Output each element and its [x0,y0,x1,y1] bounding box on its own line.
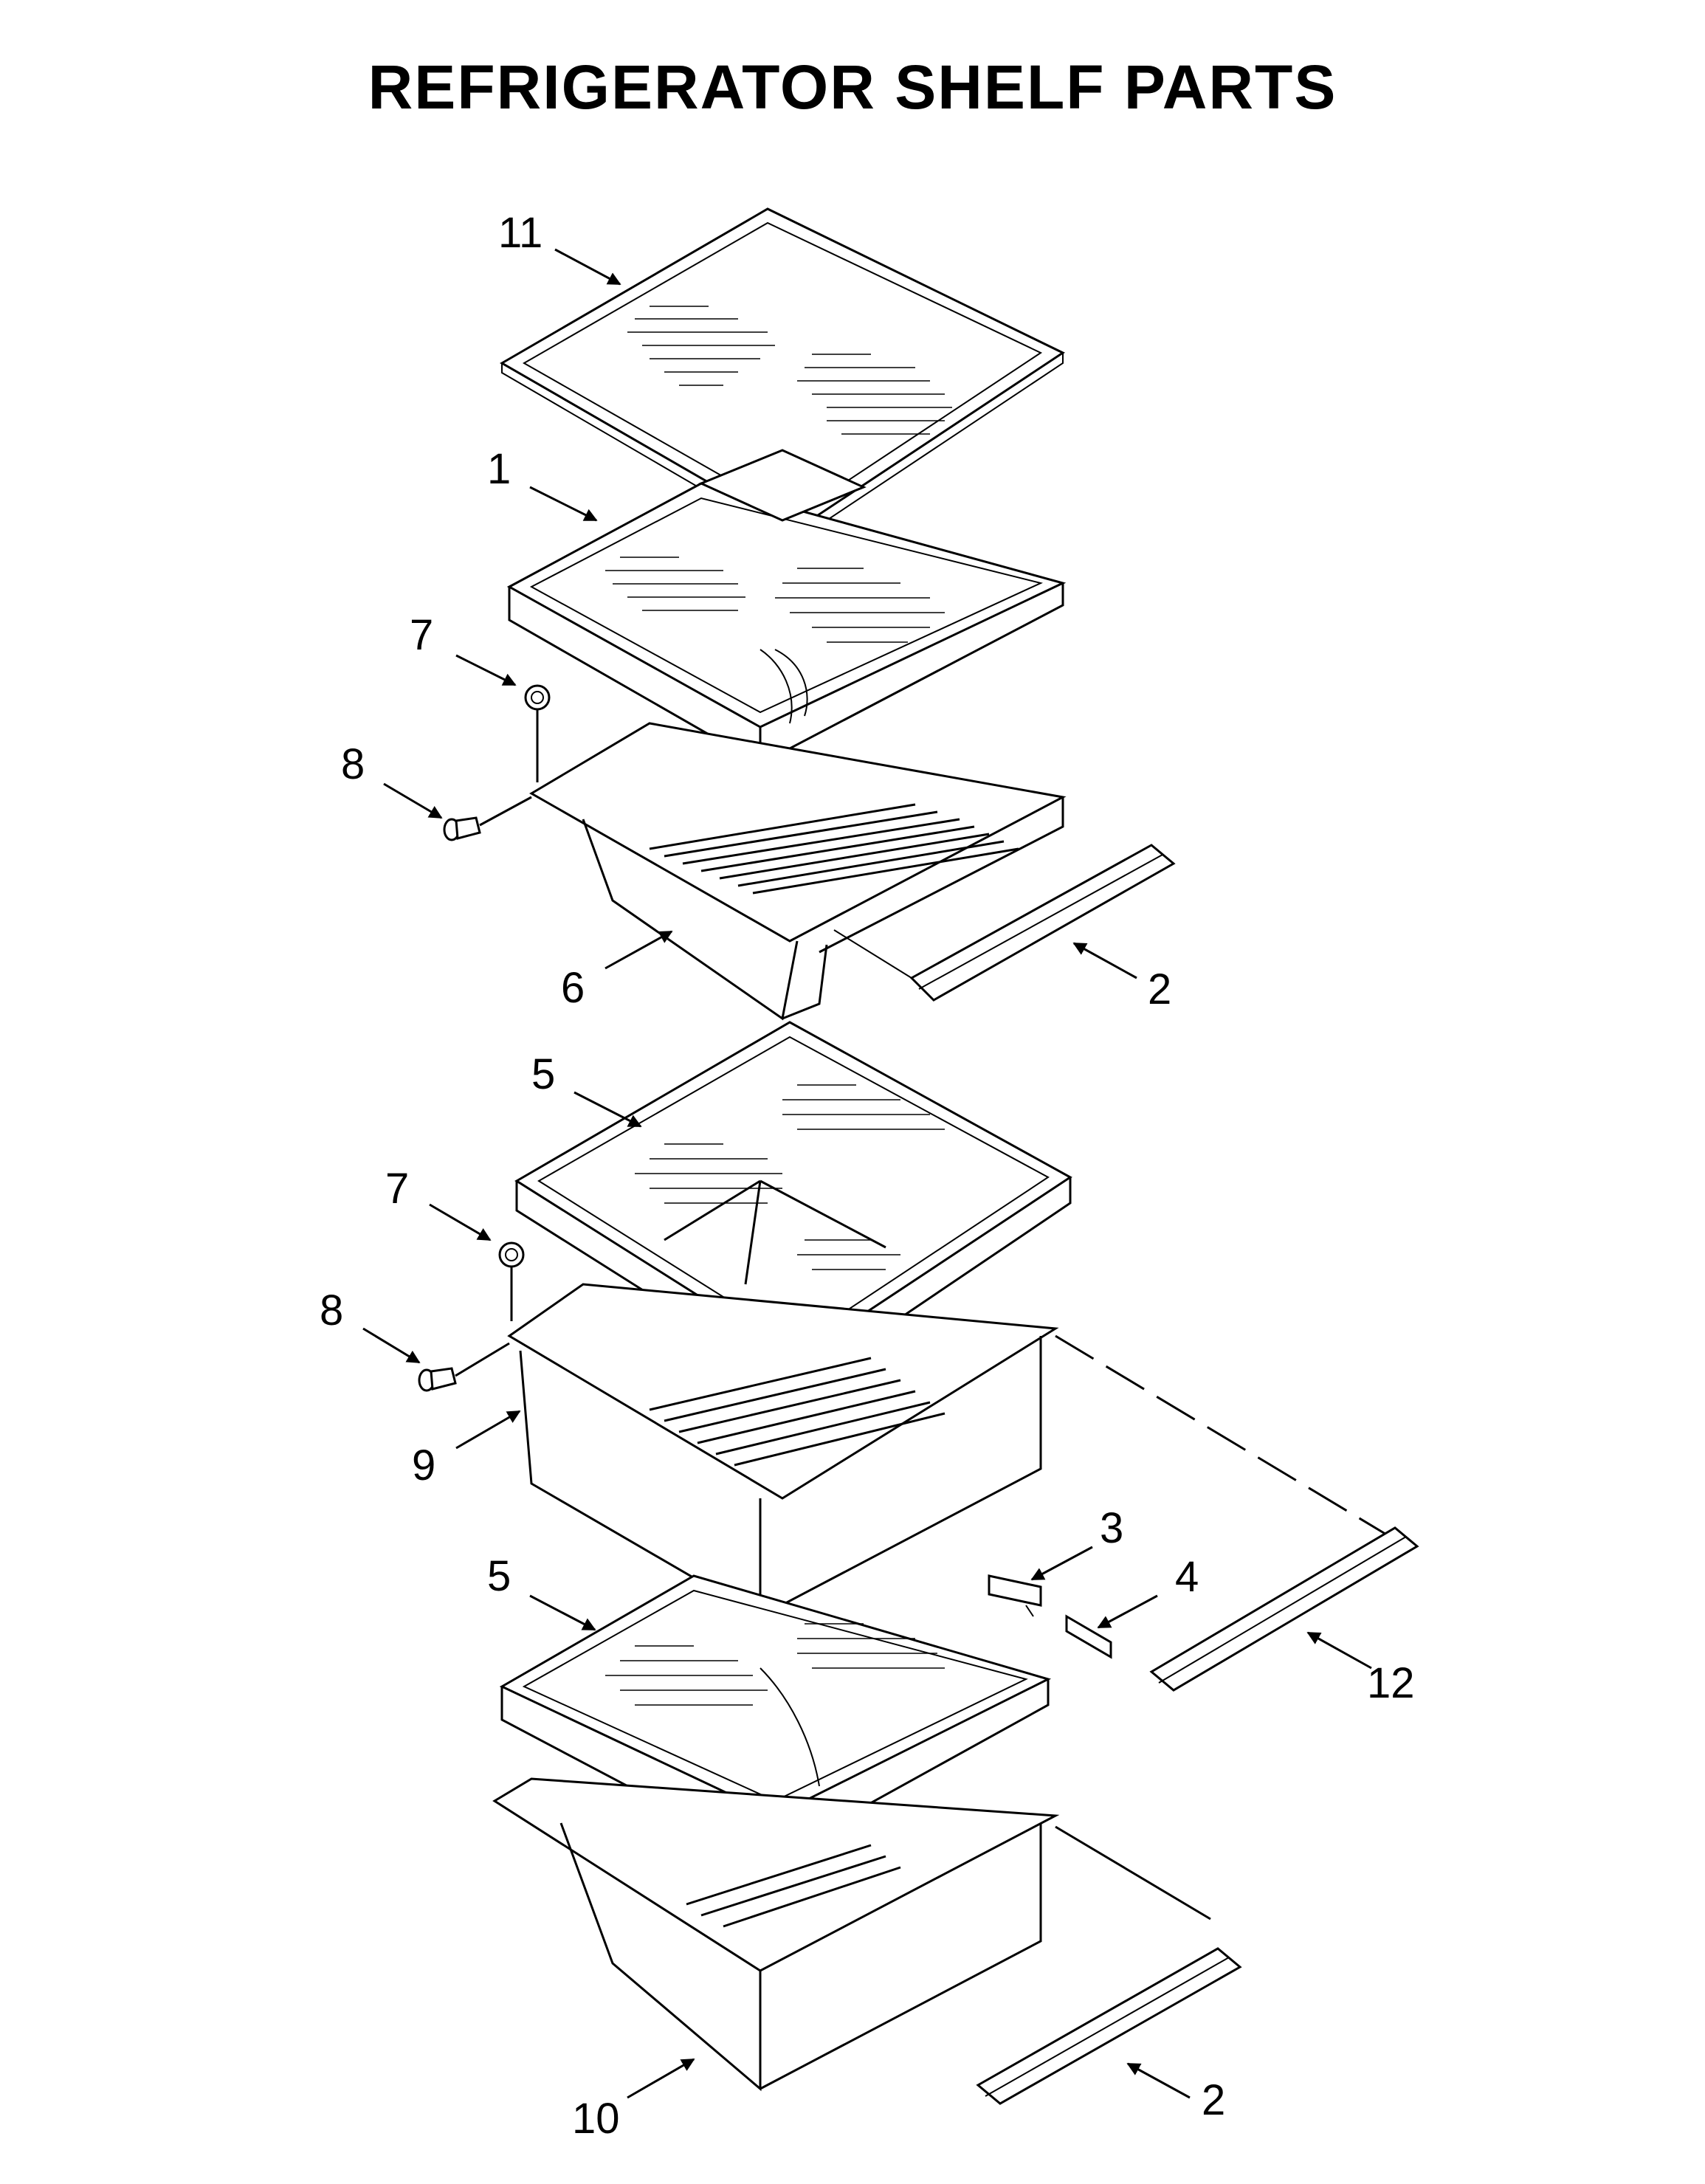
arrow-8b [362,1327,421,1364]
part-5-shelf-frame-upper [514,1021,1072,1390]
callout-6: 6 [561,964,585,1012]
arrow-4 [1097,1594,1158,1629]
part-7-roller-upper [524,684,551,782]
part-12-rail [1149,1526,1419,1692]
arrow-7a [455,654,517,686]
part-11-glass-shelf [500,207,1066,544]
arrow-5b [529,1594,596,1631]
callout-1: 1 [487,445,511,493]
arrow-9 [455,1410,521,1450]
callout-5-lower: 5 [487,1552,511,1600]
arrow-2a [1072,942,1137,979]
part-4-clip [1065,1614,1112,1659]
arrow-8a [383,782,443,819]
diagram-title: REFRIGERATOR SHELF PARTS [368,52,1337,122]
callout-10: 10 [572,2095,620,2143]
part-2-rail-upper [833,844,1176,1002]
part-6-crisper-drawer [529,722,1067,1021]
part-10-bottom-drawer [492,1777,1211,2092]
arrow-10 [627,2058,695,2099]
callout-2-upper: 2 [1148,965,1171,1013]
part-9-middle-drawer [507,1283,1388,1619]
leader-arrows [362,248,1372,2099]
arrow-2b [1126,2062,1191,2099]
part-7-roller-lower [498,1241,525,1321]
part-2-rail-lower [976,1947,1242,2105]
callout-3: 3 [1100,1504,1123,1552]
arrow-5a [574,1091,642,1128]
callout-7-upper: 7 [410,611,433,659]
arrow-11 [554,248,621,286]
callout-12: 12 [1367,1659,1415,1707]
callout-11: 11 [498,209,542,257]
part-8-fastener-upper [443,796,532,841]
callout-2-lower: 2 [1202,2076,1225,2124]
callout-labels: 11 1 7 8 6 2 5 7 8 9 3 4 12 5 10 2 [320,209,1415,2143]
callout-5-upper: 5 [531,1050,555,1098]
arrow-3 [1030,1546,1093,1581]
arrow-7b [429,1203,492,1241]
callout-7-lower: 7 [385,1165,409,1213]
part-8-fastener-lower [418,1342,510,1392]
callout-9: 9 [412,1441,435,1489]
arrow-12 [1306,1631,1372,1670]
part-3-clip [988,1574,1042,1617]
arrow-1 [529,486,598,522]
callout-4: 4 [1175,1553,1199,1601]
callout-8-lower: 8 [320,1286,343,1334]
callout-8-upper: 8 [341,740,365,788]
part-1-shelf-frame [506,449,1067,766]
arrow-6 [604,930,673,970]
